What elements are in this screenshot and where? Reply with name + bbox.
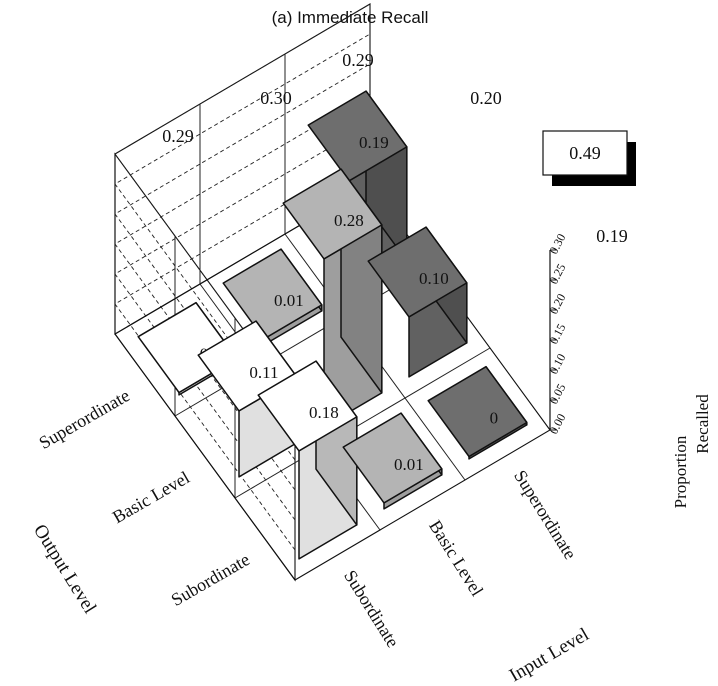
- bar-superordinate-basic-level: 0.10: [367, 226, 468, 378]
- bar-value-label: 0: [490, 408, 499, 427]
- bar-value-label: 0.10: [419, 269, 449, 288]
- y-tick-label: Subordinate: [168, 549, 253, 610]
- bar-value-label: 0.01: [394, 455, 424, 474]
- x-axis-label: Input Level: [506, 624, 593, 686]
- bar-basic-level-basic-level: 0.28: [282, 168, 383, 428]
- x-tick-label: Subordinate: [340, 567, 403, 651]
- y-tick-label: Basic Level: [109, 467, 193, 527]
- bar-value-label: 0.28: [334, 211, 364, 230]
- x-axis: Subordinate Basic Level SuperordinateInput…: [340, 467, 593, 686]
- totals: 0.29 0.30 0.29 0.20 0.19 0.49: [162, 50, 636, 246]
- z-axis-label-line2: Recalled: [693, 394, 712, 454]
- bar-top-face: [427, 365, 528, 458]
- bar-basic-level-subordinate: 0.01: [342, 412, 443, 510]
- grand-total-label: 0.49: [569, 143, 601, 163]
- x-tick-label: Basic Level: [425, 517, 487, 600]
- bar-subordinate-subordinate: 0.18: [257, 360, 358, 560]
- x-tick-label: Superordinate: [510, 467, 580, 563]
- bar-superordinate-subordinate: 0: [427, 365, 528, 460]
- row-total-label: 0.29: [162, 126, 194, 146]
- bar-top-face: [367, 226, 468, 318]
- bar-top-face: [222, 248, 323, 340]
- bar-top-face: [342, 412, 443, 504]
- bar-top-face: [257, 360, 358, 452]
- bar-value-label: 0.01: [274, 291, 304, 310]
- row-total-label: 0.30: [260, 88, 292, 108]
- y-axis: Subordinate Basic Level SuperordinateOutpu…: [29, 385, 253, 617]
- column-total-label: 0.19: [596, 226, 628, 246]
- z-axis: 0.000.050.100.150.200.250.30ProportionRe…: [546, 231, 712, 508]
- chart-bars: 00.010.190.110.280.100.180.010: [137, 90, 528, 560]
- y-tick-label: Superordinate: [36, 385, 133, 453]
- bar-top-face: [307, 90, 408, 182]
- bar-top-face: [282, 168, 383, 260]
- row-total-label: 0.29: [342, 50, 374, 70]
- z-axis-label-line1: Proportion: [671, 435, 690, 508]
- floor-line: [234, 347, 491, 499]
- grand-total-box: [542, 130, 628, 176]
- bar-value-label: 0.18: [309, 403, 339, 422]
- column-total-label: 0.20: [470, 88, 502, 108]
- floor-line: [174, 265, 431, 417]
- bar-basic-level-superordinate: 0.01: [222, 248, 323, 346]
- chart-title: (a) Immediate Recall: [272, 8, 429, 27]
- bar-value-label: 0.19: [359, 133, 389, 152]
- y-axis-label: Output Level: [29, 521, 100, 618]
- bar-value-label: 0.11: [249, 363, 278, 382]
